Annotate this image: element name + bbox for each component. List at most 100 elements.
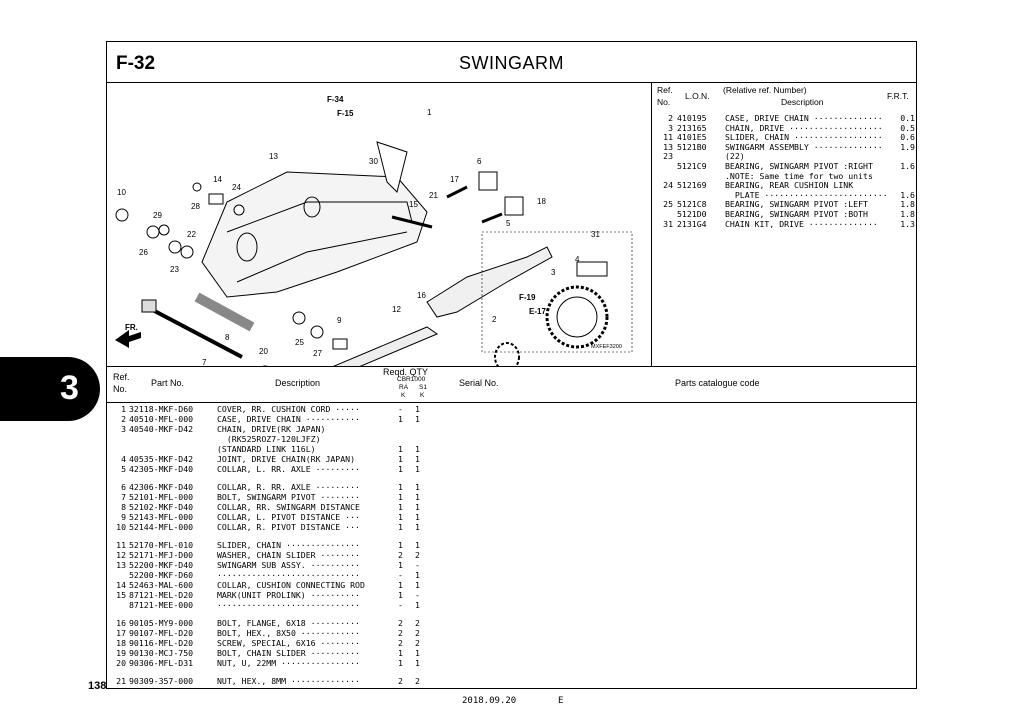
cell-pn: 90130-MCJ-750 (129, 648, 194, 658)
cell-s1: 1 (415, 580, 420, 590)
callout-29: 29 (153, 211, 162, 220)
parts-header-catalogue: Parts catalogue code (675, 378, 760, 388)
ref-cell-frt: 1.8 (900, 208, 915, 219)
cell-no: 10 (116, 522, 126, 532)
cell-ra: 1 (398, 540, 403, 550)
horizontal-divider (107, 366, 916, 367)
cell-pn: 90309-357-000 (129, 676, 194, 686)
figure-code: F-32 (116, 53, 156, 74)
callout-15: 15 (409, 200, 418, 209)
chain-slider-drawing (330, 326, 439, 375)
ref-cell-frt: 1.9 (900, 141, 915, 152)
callout-24: 24 (232, 183, 241, 192)
cell-no (107, 434, 126, 444)
ref-cell-code: 5121D0 (677, 208, 707, 219)
cell-desc: ····························· (217, 600, 360, 610)
cell-ra: 1 (398, 590, 403, 600)
cell-s1: 1 (415, 658, 420, 668)
cell-no: 17 (116, 628, 126, 638)
ref-cell-desc: CHAIN, DRIVE ··················· (725, 123, 883, 133)
ref-cell-code: 5121C8 (677, 199, 707, 210)
ref-cell-desc: BEARING, REAR CUSHION LINK (725, 181, 854, 191)
footer-date: 2018.09.20 (462, 696, 517, 706)
cell-ra: 1 (398, 560, 403, 570)
callout-28: 28 (191, 202, 200, 211)
cell-desc: COLLAR, RR. SWINGARM DISTANCE (217, 502, 360, 512)
callout-6: 6 (477, 157, 482, 166)
cell-pn: 52143-MFL-000 (129, 512, 194, 522)
cell-ra: 2 (398, 676, 403, 686)
diagram-svg: FR. F-34 F-15 F-19 E-17 MXFEF3200 1 2 3 … (115, 95, 633, 391)
cell-pn: 52463-MAL-600 (129, 580, 194, 590)
cell-s1: 1 (415, 404, 420, 414)
ref-cell-no: 11 (663, 132, 673, 143)
cell-ra: 1 (398, 492, 403, 502)
page-number: 138 (88, 680, 107, 692)
cell-ra: 1 (398, 580, 403, 590)
ref-cell-frt: 1.6 (900, 160, 915, 171)
cell-ra: 1 (398, 414, 403, 424)
callout-8: 8 (225, 333, 230, 342)
table-row: 87121-MEE-000···························… (107, 600, 437, 610)
callout-30: 30 (369, 157, 378, 166)
ref-cell-desc: PLATE ························· (725, 190, 888, 200)
front-arrow: FR. (115, 323, 141, 348)
cell-no: 5 (121, 464, 126, 474)
ref-cell-desc: SLIDER, CHAIN ·················· (725, 133, 883, 143)
cell-desc: MARK(UNIT PROLINK) ·········· (217, 590, 360, 600)
cell-s1: 2 (415, 618, 420, 628)
callout-22: 22 (187, 230, 196, 239)
cell-s1: - (415, 590, 420, 600)
ref-cell-code: 4101E5 (677, 132, 707, 143)
callout-14: 14 (213, 175, 222, 184)
cell-ra: 2 (398, 618, 403, 628)
ref-table-header: Ref. No. L.O.N. (Relative ref. Number) D… (651, 82, 918, 112)
ref-cell-no: 13 (663, 141, 673, 152)
cell-no: 19 (116, 648, 126, 658)
cell-no: 11 (116, 540, 126, 550)
cell-s1: 1 (415, 600, 420, 610)
cell-desc: ····························· (217, 570, 360, 580)
cell-desc: CASE, DRIVE CHAIN ··········· (217, 414, 360, 424)
ref-cell-desc: BEARING, SWINGARM PIVOT :LEFT (725, 200, 868, 210)
cell-pn: 42306-MKF-D40 (129, 482, 194, 492)
cell-s1: 1 (415, 454, 420, 464)
ref-cell-desc: .NOTE: Same time for two units (725, 171, 873, 181)
ref-header-rel: (Relative ref. Number) (723, 85, 807, 95)
cell-desc: NUT, HEX., 8MM ·············· (217, 676, 360, 686)
ref-header-no: No. (657, 97, 671, 107)
ref-cell-frt: 0.6 (900, 132, 915, 143)
parts-header-serial: Serial No. (459, 378, 499, 388)
cell-ra: 2 (398, 638, 403, 648)
cell-desc: CHAIN, DRIVE(RK JAPAN) (217, 424, 326, 434)
cell-no: 15 (116, 590, 126, 600)
callout-18: 18 (537, 197, 546, 206)
page-frame: F-32 SWINGARM (106, 41, 917, 689)
cell-no: 3 (121, 424, 126, 434)
ref-cell-code: 5121C9 (677, 160, 707, 171)
cell-no: 1 (121, 404, 126, 414)
cell-no: 8 (121, 502, 126, 512)
cell-s1: 1 (415, 482, 420, 492)
cell-no: 9 (121, 512, 126, 522)
ref-cell-no: 25 (663, 199, 673, 210)
section-tab: 3 (0, 357, 100, 421)
callout-12: 12 (392, 305, 401, 314)
ref-cell-no (655, 162, 673, 172)
page-header: F-32 SWINGARM (107, 42, 916, 83)
swingarm-drawing (201, 171, 428, 298)
cell-pn: 32118-MKF-D60 (129, 404, 194, 414)
cell-s1: 1 (415, 502, 420, 512)
ref-row: .NOTE: Same time for two units (655, 172, 915, 182)
